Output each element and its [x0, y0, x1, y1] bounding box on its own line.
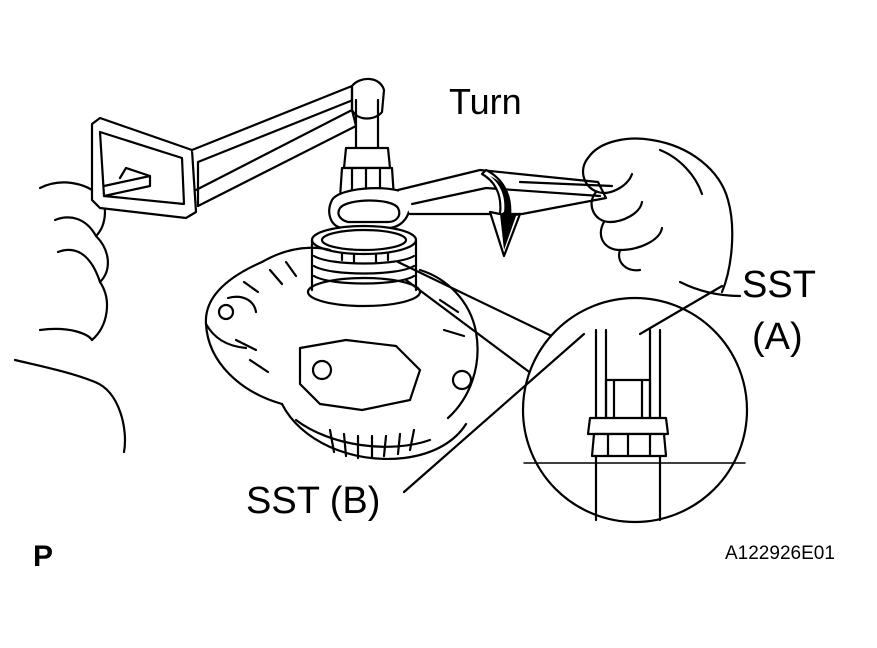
detail-circle	[521, 296, 749, 524]
left-hand	[13, 181, 127, 454]
right-hand	[581, 137, 742, 298]
callout-line-upper	[396, 260, 562, 342]
alternator	[204, 224, 479, 460]
callout-line-lower	[404, 278, 542, 382]
leader-sst-a	[638, 284, 724, 336]
sst-b-label: SST (B)	[246, 480, 381, 522]
curved-arrow-icon	[480, 168, 522, 258]
leader-sst-b	[402, 332, 586, 494]
sst-a-label-line1: SST	[742, 264, 816, 306]
holder-wrench	[90, 77, 386, 220]
page-letter: P	[33, 540, 54, 573]
turn-label: Turn	[449, 81, 522, 122]
sst-a-label-line2: (A)	[752, 316, 803, 358]
figure-code: A122926E01	[725, 543, 835, 564]
